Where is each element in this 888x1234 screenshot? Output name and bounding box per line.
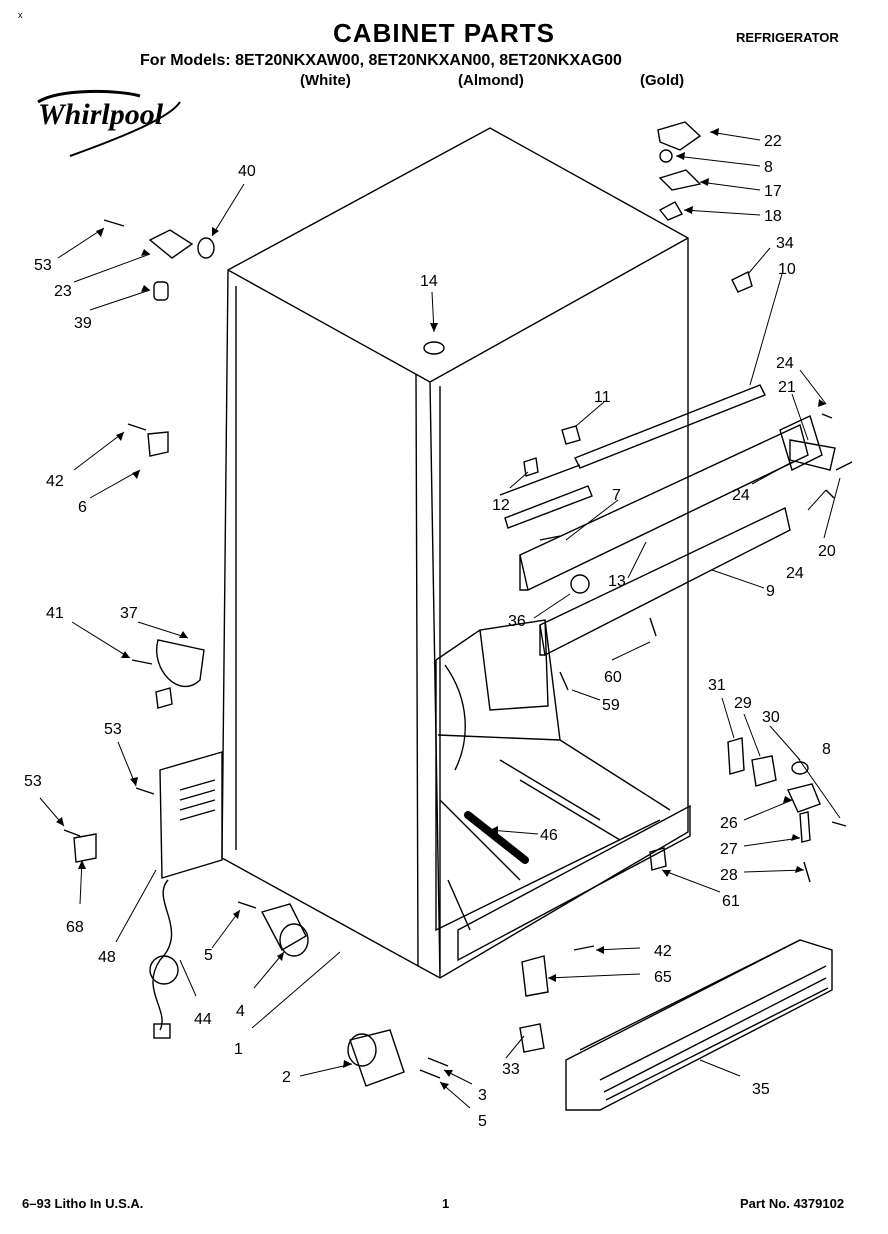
callout-53a: 53: [34, 257, 52, 274]
callout-18: 18: [764, 208, 782, 225]
callout-12: 12: [492, 497, 510, 514]
callout-31: 31: [708, 677, 726, 694]
callout-3: 3: [478, 1087, 487, 1104]
callout-28: 28: [720, 867, 738, 884]
callout-5b: 5: [478, 1113, 487, 1130]
callout-59: 59: [602, 697, 620, 714]
callout-42b: 42: [654, 943, 672, 960]
variant-almond: (Almond): [458, 72, 524, 89]
callout-29: 29: [734, 695, 752, 712]
callout-2: 2: [282, 1069, 291, 1086]
callout-8: 8: [764, 159, 773, 176]
callout-24b: 24: [786, 565, 804, 582]
footer-part-number: Part No. 4379102: [740, 1196, 845, 1211]
callout-48: 48: [98, 949, 116, 966]
callout-27: 27: [720, 841, 738, 858]
callout-13: 13: [608, 573, 626, 590]
callout-39: 39: [74, 315, 92, 332]
callout-65: 65: [654, 969, 672, 986]
callout-5a: 5: [204, 947, 213, 964]
callout-22: 24: [732, 487, 750, 504]
callout-35: 35: [752, 1081, 770, 1098]
callout-10: 10: [778, 261, 796, 278]
callout-14: 14: [420, 273, 438, 290]
callout-17: 17: [764, 183, 782, 200]
callout-19: 22: [764, 133, 782, 150]
cabinet-outline: [221, 127, 689, 979]
callout-7: 7: [612, 487, 621, 504]
callout-61: 61: [722, 893, 740, 910]
callout-37: 37: [120, 605, 138, 622]
callout-26: 26: [720, 815, 738, 832]
callout-36: 36: [508, 613, 526, 630]
footer-page-number: 1: [442, 1196, 450, 1211]
callout-11: 11: [594, 389, 611, 406]
callout-30: 30: [762, 709, 780, 726]
callout-60: 60: [604, 669, 622, 686]
callout-1: 1: [234, 1041, 243, 1058]
callout-23: 23: [54, 283, 72, 300]
grille-outline: [565, 939, 833, 1111]
category-label: REFRIGERATOR: [736, 30, 839, 45]
models-line: For Models: 8ET20NKXAW00, 8ET20NKXAN00, …: [140, 52, 622, 69]
callout-46: 46: [540, 827, 558, 844]
callout-41: 41: [46, 605, 64, 622]
callout-44: 44: [194, 1011, 212, 1028]
callout-6: 6: [78, 499, 87, 516]
page-title: CABINET PARTS: [333, 18, 555, 48]
callout-33: 33: [502, 1061, 520, 1078]
footer-print-info: 6–93 Litho In U.S.A.: [22, 1196, 144, 1211]
callout-42a: 42: [46, 473, 64, 490]
callout-21: 21: [778, 379, 796, 396]
callout-20: 20: [818, 543, 836, 560]
variant-white: (White): [300, 72, 351, 89]
callout-4: 4: [236, 1003, 245, 1020]
brand-swoosh-icon: [37, 89, 181, 157]
callout-40: 40: [238, 163, 256, 180]
callout-34: 34: [776, 235, 794, 252]
callout-8b: 8: [822, 741, 831, 758]
variant-gold: (Gold): [640, 72, 685, 89]
callout-68: 68: [66, 919, 84, 936]
callout-53c: 53: [24, 773, 42, 790]
callout-24a: 24: [776, 355, 794, 372]
callout-9: 9: [766, 583, 775, 600]
callout-53b: 53: [104, 721, 122, 738]
corner-marker: x: [18, 10, 23, 20]
brand-logo: Whirlpool: [38, 98, 164, 131]
